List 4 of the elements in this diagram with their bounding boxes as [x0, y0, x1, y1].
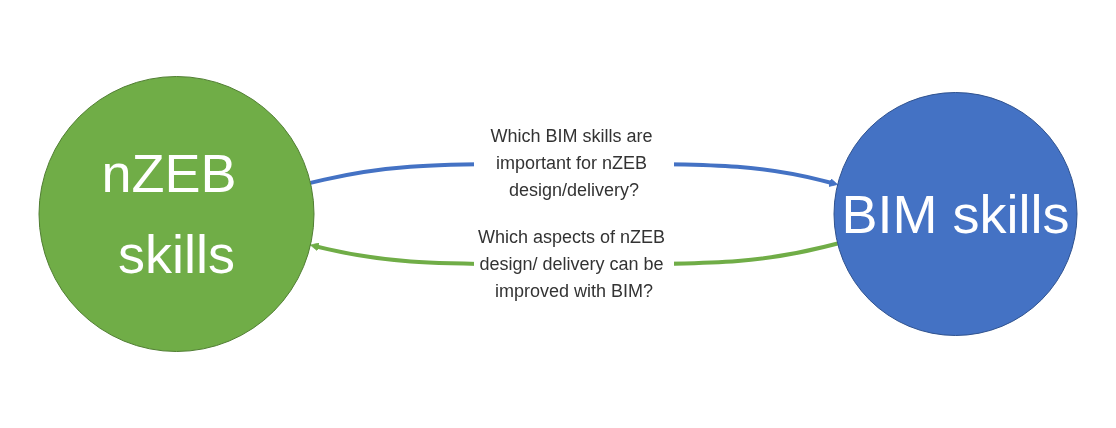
node-circle: nZEB skills: [38, 76, 315, 352]
node-circle: BIM skills: [833, 92, 1078, 336]
edge-label: Which aspects of nZEB design/ delivery can be improved with BIM?: [477, 227, 666, 301]
edge-label: Which BIM skills are important for nZEB design/delivery?: [490, 126, 653, 200]
